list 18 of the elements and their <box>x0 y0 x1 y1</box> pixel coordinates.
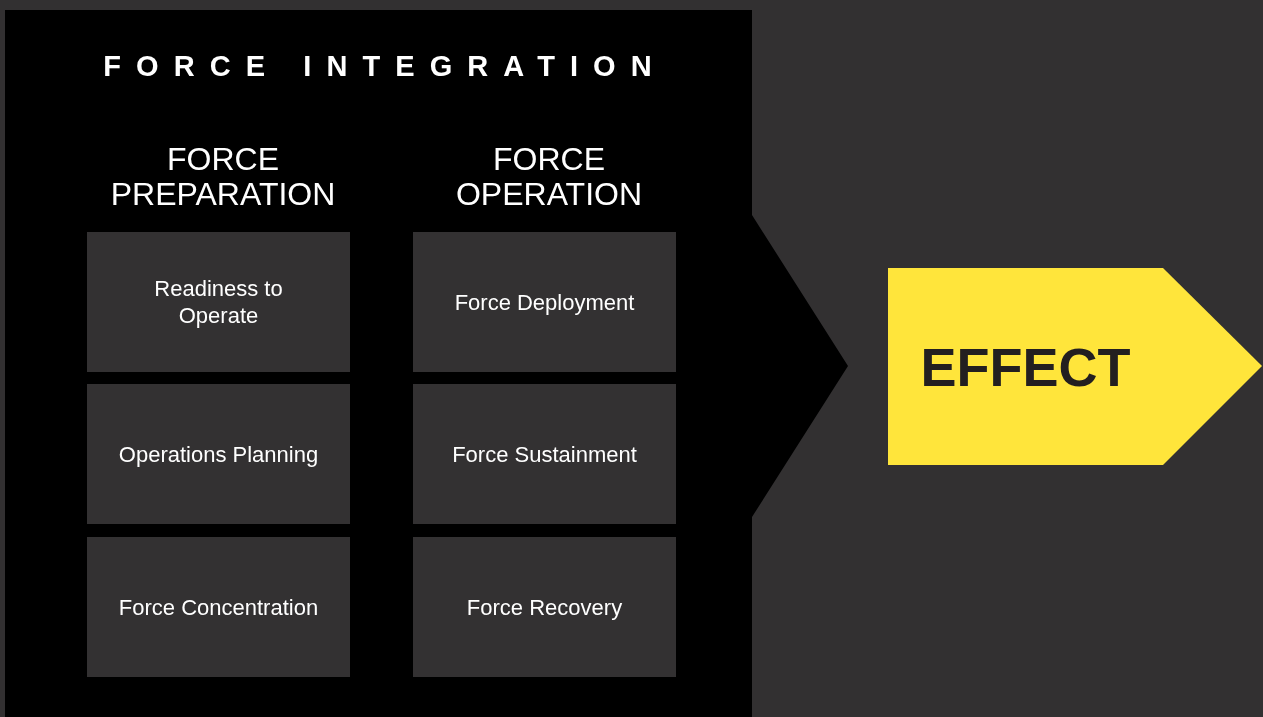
box-label: Readiness to Operate <box>153 275 284 329</box>
box-label: Force Sustainment <box>451 440 638 468</box>
process-box <box>413 232 676 372</box>
process-box <box>87 384 350 524</box>
box-label: Force Recovery <box>465 593 624 621</box>
column-heading: FORCE PREPARATION <box>109 142 337 212</box>
arrow-tag <box>888 268 1262 465</box>
process-box <box>87 232 350 372</box>
tag-label: EFFECT <box>919 335 1132 399</box>
column-heading: FORCE OPERATION <box>454 142 644 212</box>
box-label: Force Concentration <box>118 593 319 621</box>
arrow-panel <box>5 10 848 717</box>
process-box <box>87 537 350 677</box>
process-box <box>413 384 676 524</box>
box-label: Force Deployment <box>453 288 636 316</box>
box-label: Operations Planning <box>118 440 319 468</box>
process-box <box>413 537 676 677</box>
panel-title: FORCE INTEGRATION <box>102 50 668 83</box>
